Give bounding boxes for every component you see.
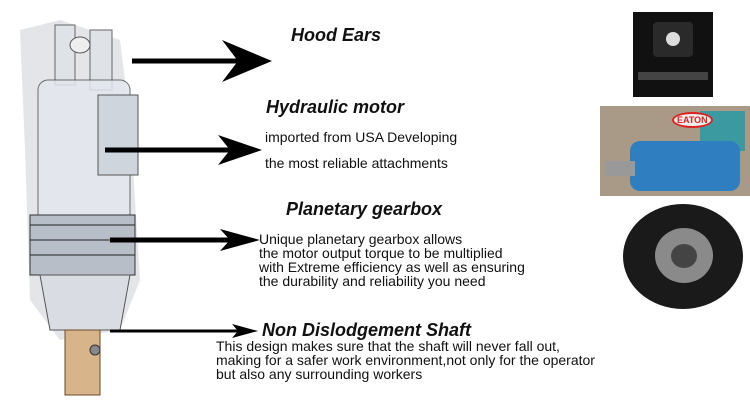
shaft-text: This design makes sure that the shaft wi…	[216, 338, 595, 382]
arrow-gearbox	[110, 229, 260, 251]
gearbox-text: Unique planetary gearbox allows the moto…	[259, 231, 525, 289]
motor-line-1: imported from USA Developing	[265, 129, 458, 145]
arrow-hood-ears	[132, 40, 272, 82]
arrow-shaft	[110, 324, 258, 338]
heading-planetary-gearbox: Planetary gearbox	[286, 199, 443, 219]
arrow-hydraulic-motor	[105, 135, 262, 165]
heading-hood-ears: Hood Ears	[291, 25, 382, 45]
hood-ears-photo	[633, 12, 713, 97]
motor-line-2: the most reliable attachments	[265, 155, 448, 171]
auger-drive-illustration	[20, 20, 140, 396]
eaton-logo: EATON	[672, 112, 713, 128]
heading-shaft: Non Dislodgement Shaft	[262, 320, 472, 340]
heading-hydraulic-motor: Hydraulic motor	[266, 97, 405, 117]
hydraulic-motor-photo: EATON	[600, 106, 750, 196]
planetary-gearbox-photo	[615, 200, 750, 312]
